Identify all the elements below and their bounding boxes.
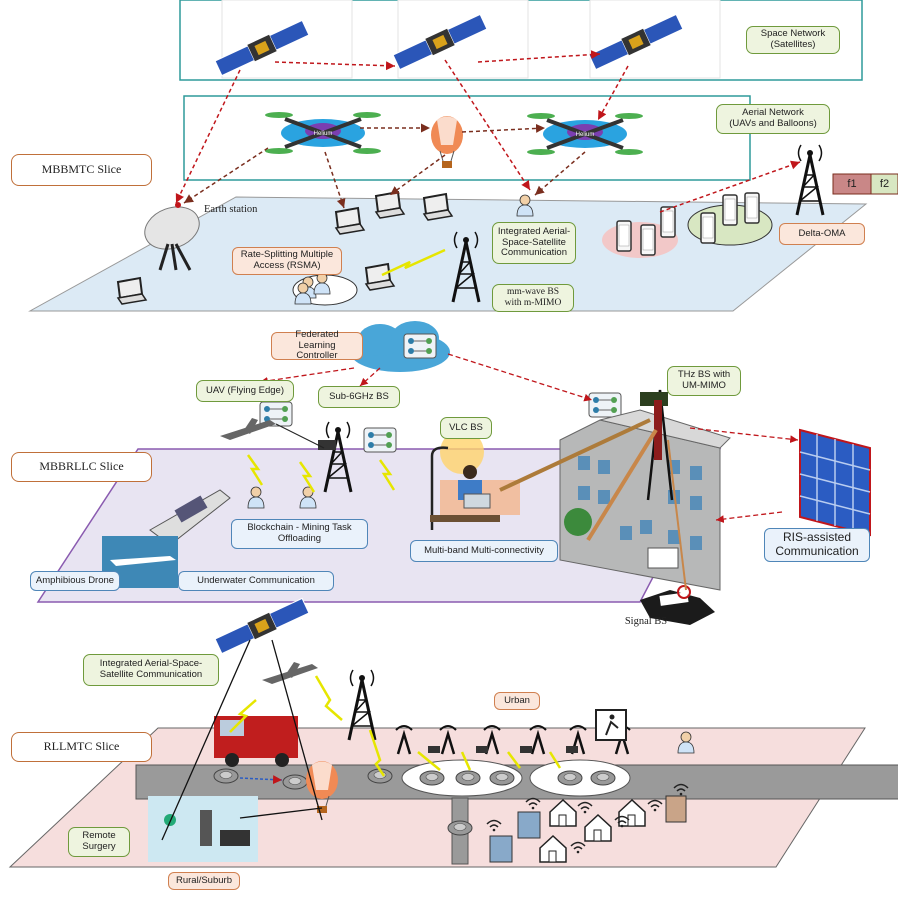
mbbmtc-slice-label: MBBMTC Slice (11, 154, 152, 186)
lightning-links-bottom (229, 675, 562, 777)
router-icon (318, 440, 336, 450)
signal-bs-label: Signal BS (624, 615, 668, 627)
integrated-top-label: Integrated Aerial- Space-Satellite Commu… (492, 222, 576, 264)
uav-plane-icon (262, 662, 318, 684)
amphibious-label: Amphibious Drone (30, 571, 120, 591)
links-top (175, 50, 801, 213)
f1-label: f1 (847, 177, 857, 190)
ris-panel-icon (799, 428, 871, 537)
uav-plane-icon (220, 418, 276, 440)
delta-oma-label: Delta-OMA (779, 223, 865, 245)
uav-edge-label: UAV (Flying Edge) (196, 380, 294, 402)
car-icon (590, 770, 616, 786)
space-network-label: Space Network (Satellites) (746, 26, 840, 54)
aerial-network-label: Aerial Network (UAVs and Balloons) (716, 104, 830, 134)
townhouse-icon (517, 811, 541, 839)
mbbrllc-plane (36, 448, 722, 603)
building-icon (559, 409, 731, 591)
ris-label: RIS-assisted Communication (764, 528, 870, 562)
laptop-icon (375, 191, 405, 219)
mmwave-label: mm-wave BS with m-MIMO (492, 284, 574, 312)
links-bottom (161, 639, 323, 841)
fl-controller-label: Federated Learning Controller (271, 329, 363, 361)
remote-surgery-image (148, 796, 258, 862)
blockchain-label: Blockchain - Mining Task Offloading (231, 519, 368, 549)
phone-icon (616, 220, 632, 252)
amphibious-drone-icon (110, 556, 176, 566)
thz-label: THz BS with UM-MIMO (667, 366, 741, 396)
sub6-label: Sub-6GHz BS (318, 386, 400, 408)
f2-band (870, 173, 898, 195)
v2v-link (239, 775, 283, 785)
phone-icon (640, 224, 656, 256)
rural-label: Rural/Suburb (168, 872, 240, 890)
links-middle (259, 353, 799, 523)
federated-learning-model-icon (403, 333, 437, 359)
federated-learning-model-icon (588, 392, 622, 418)
helium-label: Helium (576, 132, 595, 138)
helium-label: Helium (314, 131, 333, 137)
satellite-icon (214, 597, 310, 655)
phone-icon (722, 194, 738, 226)
townhouse-icon (489, 835, 513, 863)
beam-links (275, 418, 687, 591)
phone-icon (744, 192, 760, 224)
earth-station-dish-icon (144, 202, 200, 271)
rllmtc-slice-label: RLLMTC Slice (11, 732, 152, 762)
townhouse-icon (665, 795, 687, 823)
car-icon (282, 774, 308, 790)
police-car-icon (640, 585, 715, 625)
vlc-label: VLC BS (440, 417, 492, 439)
f2-label: f2 (879, 177, 890, 190)
car-icon (455, 770, 481, 786)
phone-icon (700, 212, 716, 244)
aerial-network-layer (183, 95, 751, 181)
integrated-bottom-label: Integrated Aerial-Space- Satellite Commu… (83, 654, 219, 686)
car-icon (557, 770, 583, 786)
underwater-label: Underwater Communication (178, 571, 334, 591)
rsma-label: Rate-Splitting Multiple Access (RSMA) (232, 247, 342, 275)
multiband-label: Multi-band Multi-connectivity (410, 540, 558, 562)
car-icon (419, 770, 445, 786)
car-icon (447, 820, 473, 836)
exit-sign-icon (595, 709, 627, 741)
earth-station-label: Earth station (204, 203, 258, 215)
car-icon (489, 770, 515, 786)
vlc-lamp-icon (430, 430, 484, 530)
fire-truck-icon (214, 716, 298, 767)
thz-tower-icon (640, 389, 674, 501)
car-icon (213, 768, 239, 784)
federated-learning-model-icon (363, 427, 397, 453)
mbbrllc-slice-label: MBBRLLC Slice (11, 452, 152, 482)
camera-icons (428, 746, 578, 753)
houses (486, 783, 689, 863)
laptop-icon (423, 193, 453, 221)
remote-surgery-label: Remote Surgery (68, 827, 130, 857)
lightning-link (381, 248, 446, 277)
urban-label: Urban (494, 692, 540, 710)
